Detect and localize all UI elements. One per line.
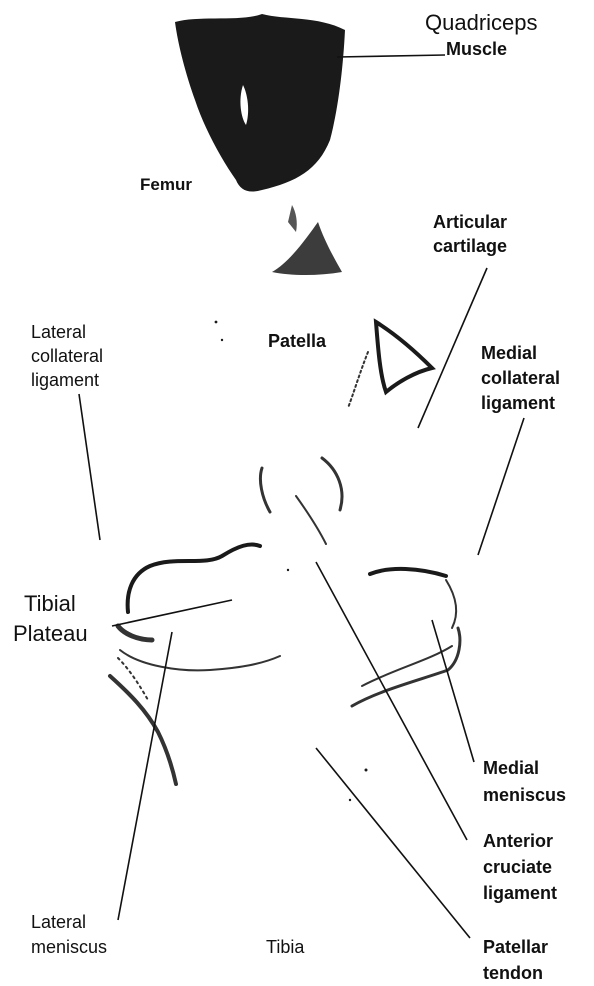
label-medial-collateral-ligament: Medial collateral ligament — [481, 343, 565, 413]
quadriceps-muscle-shape — [175, 14, 345, 192]
leader-lateral-collateral-ligament — [79, 394, 100, 540]
femur-condyle-wedge — [272, 222, 342, 275]
label-line: Quadriceps — [425, 10, 538, 35]
label-tibial-plateau: Tibial Plateau — [13, 591, 88, 646]
label-line: cruciate — [483, 857, 552, 877]
patella-outline — [376, 322, 432, 392]
label-line: Anterior — [483, 831, 553, 851]
label-line: Muscle — [446, 39, 507, 59]
speck — [221, 339, 223, 341]
leader-articular-cartilage — [418, 268, 487, 428]
label-patellar-tendon: Patellar tendon — [483, 937, 553, 983]
label-line: cartilage — [433, 236, 507, 256]
label-lateral-meniscus: Lateral meniscus — [31, 912, 107, 957]
label-line: meniscus — [31, 937, 107, 957]
label-lateral-collateral-ligament: Lateral collateral ligament — [31, 322, 108, 390]
leader-patellar-tendon — [316, 748, 470, 938]
label-femur: Femur — [140, 175, 192, 194]
label-anterior-cruciate-ligament: Anterior cruciate ligament — [483, 831, 558, 903]
lateral-plateau-edge — [118, 626, 152, 640]
leader-medial-collateral-ligament — [478, 418, 524, 555]
label-line: ligament — [483, 883, 557, 903]
lateral-plateau-rim — [128, 544, 260, 612]
speck — [287, 569, 289, 571]
medial-meniscus-inner — [362, 646, 452, 686]
femur-shaft-shape — [288, 205, 297, 232]
label-line: Tibial — [24, 591, 76, 616]
label-line: ligament — [31, 370, 99, 390]
condyle-curve-left — [260, 468, 270, 512]
label-line: ligament — [481, 393, 555, 413]
leader-lateral-meniscus — [118, 632, 172, 920]
label-line: Medial — [483, 758, 539, 778]
leader-medial-meniscus — [432, 620, 474, 762]
label-line: Plateau — [13, 621, 88, 646]
leader-anterior-cruciate-ligament — [316, 562, 467, 840]
label-line: collateral — [481, 368, 560, 388]
label-line: Medial — [481, 343, 537, 363]
label-line: collateral — [31, 346, 103, 366]
label-line: Patellar — [483, 937, 548, 957]
label-line: Lateral — [31, 322, 86, 342]
speck — [349, 799, 351, 801]
speck — [365, 769, 368, 772]
label-line: Patella — [268, 331, 327, 351]
label-tibia: Tibia — [266, 937, 305, 957]
label-patella: Patella — [268, 331, 327, 351]
label-quadriceps-muscle: Quadriceps Muscle — [425, 10, 542, 59]
patella-stipple — [348, 352, 368, 408]
leader-tibial-plateau — [112, 600, 232, 626]
medial-plateau-rim — [370, 569, 446, 576]
lateral-plateau-under — [120, 650, 280, 670]
label-line: Lateral — [31, 912, 86, 932]
label-line: Femur — [140, 175, 192, 194]
medial-plateau-edge — [446, 580, 456, 628]
condyle-curve-center — [322, 458, 342, 510]
label-medial-meniscus: Medial meniscus — [483, 758, 566, 805]
condyle-curve-inner — [296, 496, 326, 544]
label-line: Tibia — [266, 937, 305, 957]
label-line: tendon — [483, 963, 543, 983]
speck — [215, 321, 218, 324]
leader-quadriceps — [337, 55, 445, 57]
label-line: meniscus — [483, 785, 566, 805]
label-line: Articular — [433, 212, 507, 232]
tibia-lateral-stipple — [118, 658, 148, 700]
label-articular-cartilage: Articular cartilage — [433, 212, 512, 256]
